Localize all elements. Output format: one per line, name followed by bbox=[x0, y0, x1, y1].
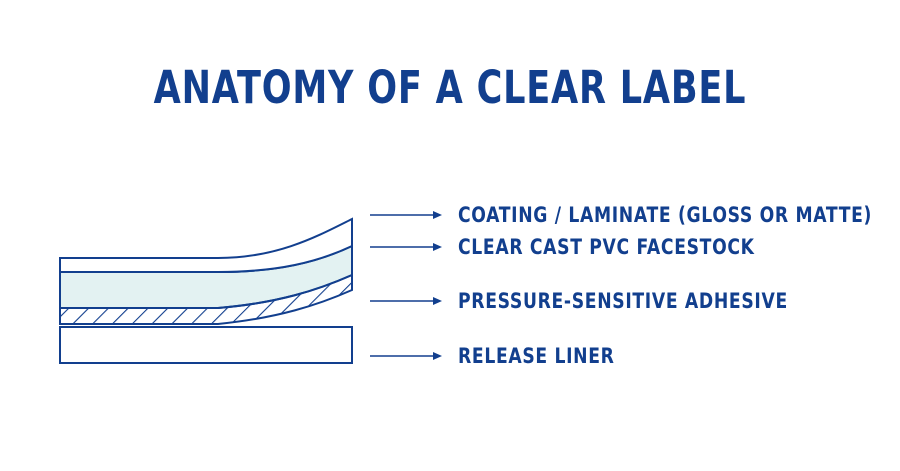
arrow-facestock bbox=[370, 243, 442, 251]
label-facestock: CLEAR CAST PVC FACESTOCK bbox=[458, 235, 755, 259]
label-adhesive: PRESSURE-SENSITIVE ADHESIVE bbox=[458, 289, 788, 313]
release-liner-layer bbox=[59, 326, 353, 364]
label-release-liner: RELEASE LINER bbox=[458, 344, 615, 368]
arrow-coating bbox=[370, 211, 442, 219]
arrow-release-liner bbox=[370, 352, 442, 360]
diagram-title: ANATOMY OF A CLEAR LABEL bbox=[153, 61, 747, 114]
arrow-adhesive bbox=[370, 297, 442, 305]
label-coating: COATING / LAMINATE (GLOSS OR MATTE) bbox=[458, 203, 873, 227]
coating-layer bbox=[59, 217, 353, 273]
adhesive-layer bbox=[59, 273, 353, 325]
